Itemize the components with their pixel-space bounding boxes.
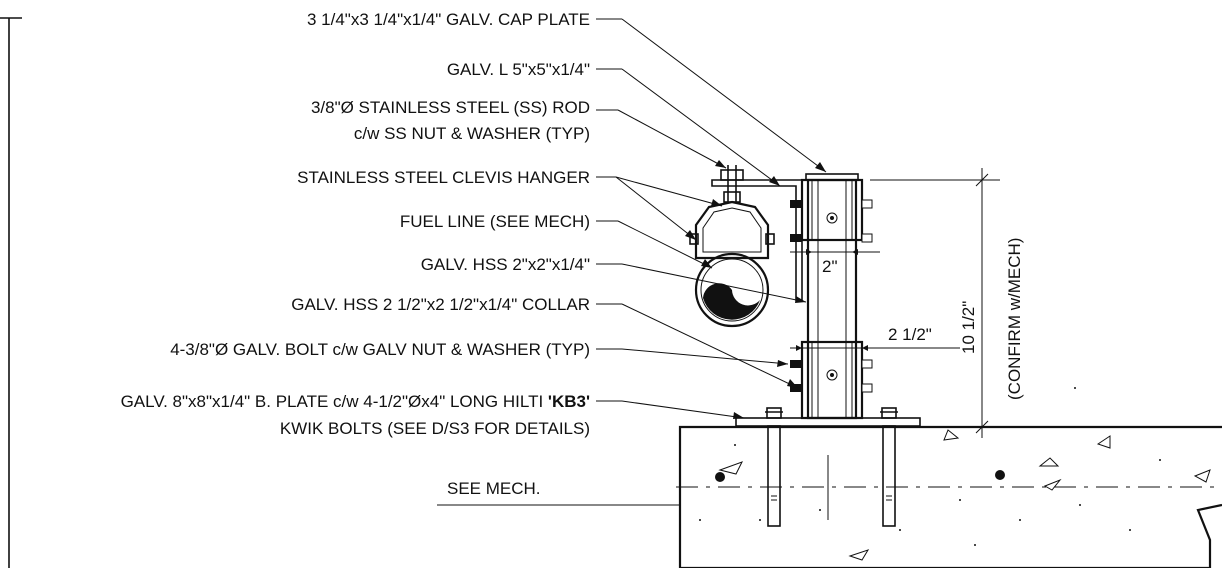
label-fuel-line: FUEL LINE (SEE MECH)	[400, 212, 590, 231]
dim-height	[870, 168, 1000, 438]
hss-post	[806, 178, 858, 420]
label-hss: GALV. HSS 2"x2"x1/4"	[421, 255, 590, 274]
label-base-plate-line2: KWIK BOLTS (SEE D/S3 FOR DETAILS)	[280, 419, 590, 438]
fuel-line-pipe	[694, 252, 770, 328]
anchor-bolt-left	[765, 407, 783, 527]
steel-angle	[711, 179, 803, 301]
dim-height-text: 10 1/2"	[959, 301, 978, 354]
label-cap-plate: 3 1/4"x3 1/4"x1/4" GALV. CAP PLATE	[307, 10, 590, 29]
label-see-mech: SEE MECH.	[447, 479, 541, 498]
clevis-hanger	[689, 200, 775, 260]
label-angle: GALV. L 5"x5"x1/4"	[447, 60, 590, 79]
dim-collar-width	[790, 345, 960, 351]
label-base-plate-line1: GALV. 8"x8"x1/4" B. PLATE c/w 4-1/2"Øx4"…	[121, 392, 590, 411]
anchor-bolt-right	[880, 407, 898, 527]
label-base-plate-kb3: 'KB3'	[548, 392, 590, 411]
concrete-slab	[678, 387, 1222, 568]
label-base-plate-line1a: GALV. 8"x8"x1/4" B. PLATE c/w 4-1/2"Øx4"…	[121, 392, 548, 411]
left-border	[0, 17, 22, 568]
label-bolt: 4-3/8"Ø GALV. BOLT c/w GALV NUT & WASHER…	[170, 340, 590, 359]
top-collar	[800, 173, 864, 242]
ss-rod	[720, 165, 744, 203]
label-rod-line2: c/w SS NUT & WASHER (TYP)	[354, 124, 590, 143]
leader-lines	[596, 18, 827, 419]
label-collar: GALV. HSS 2 1/2"x2 1/2"x1/4" COLLAR	[291, 295, 590, 314]
dim-collar-width-text: 2 1/2"	[888, 325, 932, 344]
label-clevis: STAINLESS STEEL CLEVIS HANGER	[297, 168, 590, 187]
label-rod-line1: 3/8"Ø STAINLESS STEEL (SS) ROD	[311, 98, 590, 117]
dim-post-width	[790, 249, 880, 255]
dim-post-width-text: 2"	[822, 257, 838, 276]
dim-height-note: (CONFIRM w/MECH)	[1005, 238, 1024, 400]
bottom-collar	[800, 340, 864, 420]
base-plate	[735, 417, 921, 427]
